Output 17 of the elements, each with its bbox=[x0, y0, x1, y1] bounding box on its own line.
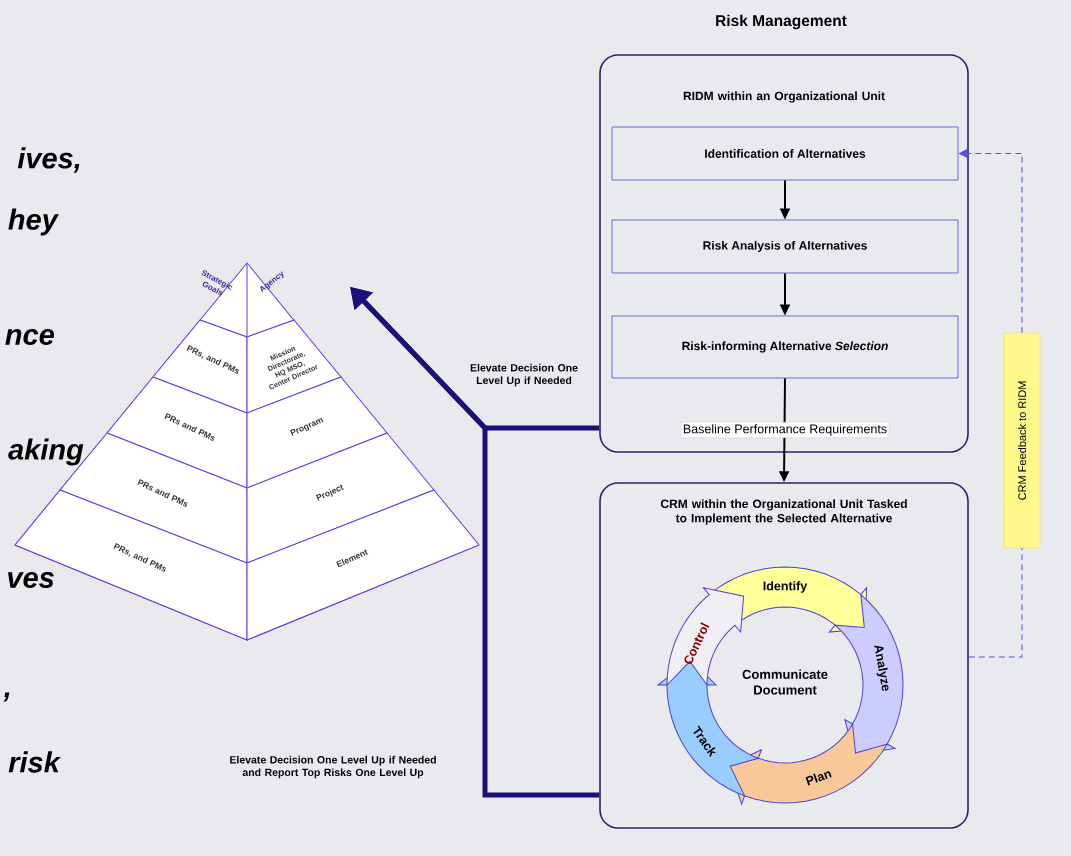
text-fragment: nce bbox=[5, 329, 54, 345]
text-fragment: ives, bbox=[17, 147, 80, 173]
text-fragment: risk bbox=[8, 751, 61, 773]
step-box: Identification of Alternatives bbox=[611, 126, 959, 181]
edge-label: Baseline Performance Requirements bbox=[680, 421, 890, 438]
step-box: Risk Analysis of Alternatives bbox=[611, 219, 959, 274]
cycle-step: Analyze bbox=[834, 594, 904, 755]
text-fragment: hey bbox=[8, 208, 59, 236]
text-fragment: , bbox=[3, 692, 10, 702]
step-box: Risk-informing Alternative Selection bbox=[611, 315, 959, 379]
feedback-note: CRM Feedback to RIDM bbox=[1003, 332, 1041, 549]
heading: Risk Management bbox=[716, 14, 847, 30]
edge-label: Elevate Decision One Level Up if Needed bbox=[470, 363, 578, 387]
arrow bbox=[959, 149, 1023, 334]
edge-label: Elevate Decision One Level Up if Needed and Report Top Risks One Level Up bbox=[230, 755, 436, 779]
cycle-step: Plan bbox=[728, 723, 888, 805]
pyramid-tier: PRs, and PMs bbox=[152, 319, 248, 414]
